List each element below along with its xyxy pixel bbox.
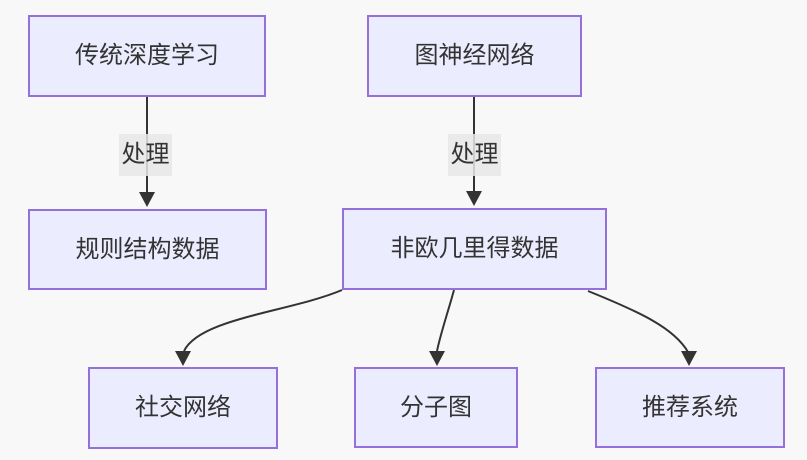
node-label: 规则结构数据	[75, 235, 220, 263]
edge-ned-to-molecular	[436, 289, 455, 352]
arrowhead-ned-to-molecular	[429, 351, 445, 366]
node-traditional-deep-learning: 传统深度学习	[28, 15, 266, 97]
node-label: 分子图	[400, 393, 472, 421]
edge-ned-to-recommend	[587, 290, 689, 353]
edge-label-process-2: 处理	[448, 134, 501, 176]
node-regular-structured-data: 规则结构数据	[28, 209, 267, 290]
node-non-euclidean-data: 非欧几里得数据	[342, 208, 607, 290]
edge-label-text: 处理	[121, 141, 170, 168]
arrowhead-tdl-to-rsd	[139, 192, 155, 207]
node-label: 非欧几里得数据	[390, 235, 559, 262]
edge-label-text: 处理	[450, 141, 499, 168]
edge-label-process-1: 处理	[119, 134, 172, 176]
edge-ned-to-social	[183, 289, 343, 352]
node-label: 传统深度学习	[75, 42, 219, 69]
arrowhead-gnn-to-ned	[466, 191, 482, 206]
arrowhead-ned-to-recommend	[681, 351, 697, 366]
node-social-network: 社交网络	[88, 367, 278, 449]
node-recommendation-system: 推荐系统	[595, 367, 785, 448]
node-molecular-graph: 分子图	[354, 367, 518, 448]
node-label: 社交网络	[135, 394, 231, 421]
node-graph-neural-network: 图神经网络	[367, 15, 582, 97]
node-label: 推荐系统	[642, 393, 738, 421]
node-label: 图神经网络	[414, 42, 535, 69]
arrowhead-ned-to-social	[175, 351, 191, 366]
